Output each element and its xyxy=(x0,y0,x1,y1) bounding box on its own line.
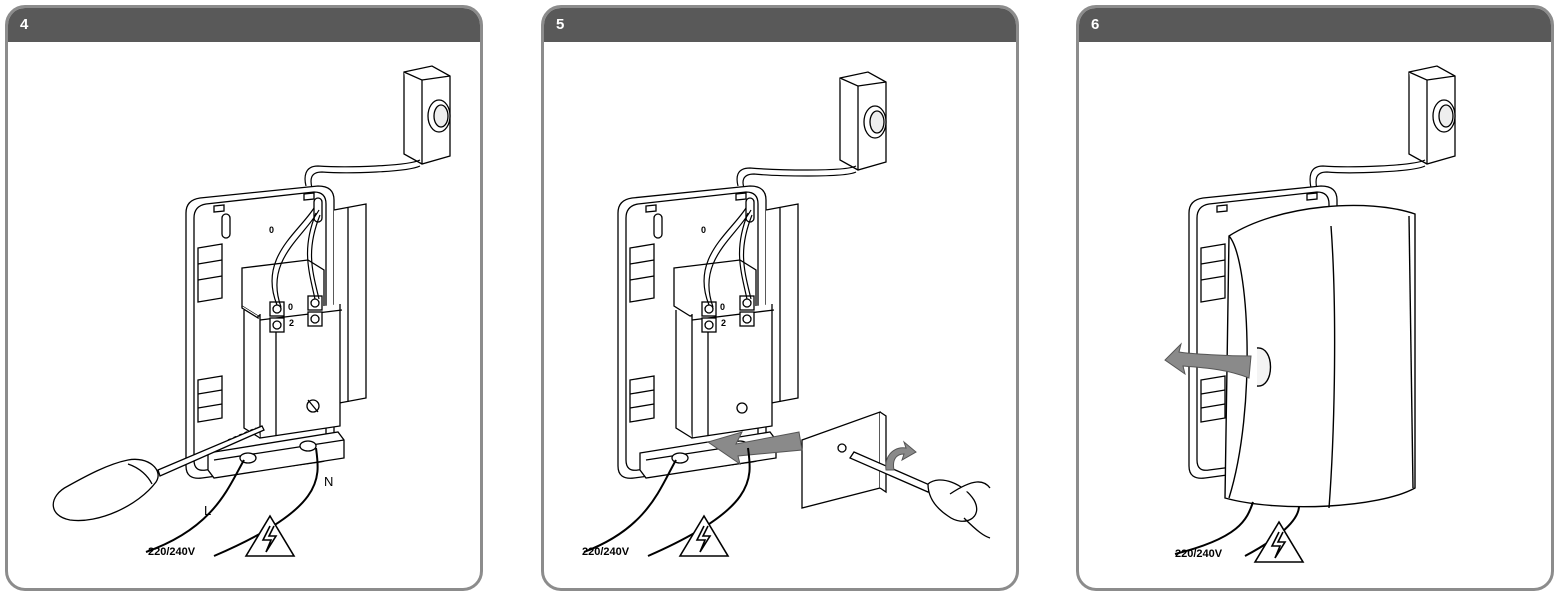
voltage-label: 220/240V xyxy=(148,546,196,558)
mains-wires xyxy=(1174,501,1300,557)
step-panel-6: 220/240V 6 xyxy=(1076,5,1554,591)
push-button-icon xyxy=(1408,65,1456,165)
wire-label-N: N xyxy=(324,474,333,489)
mains-terminal-block xyxy=(207,431,345,479)
button-cable xyxy=(304,159,421,189)
plate-mark: 0 xyxy=(701,225,706,235)
insert-arrow-icon xyxy=(706,431,803,466)
step-panel-4: 0 0 2 L N 220/240V 4 xyxy=(5,5,483,591)
terminal-0-label: 0 xyxy=(288,302,293,312)
step-number: 5 xyxy=(544,8,1016,42)
bell-cover xyxy=(1224,204,1416,509)
step-panel-5: 0 0 2 220/240V 5 xyxy=(541,5,1019,591)
push-button-icon xyxy=(403,65,451,165)
mains-wires xyxy=(583,447,751,557)
voltage-label: 220/240V xyxy=(1175,548,1223,560)
bell-wires xyxy=(271,207,321,308)
button-cable xyxy=(1309,159,1426,191)
step-number: 6 xyxy=(1079,8,1551,42)
mains-wires xyxy=(145,447,319,557)
push-arrow-icon xyxy=(1164,342,1252,379)
voltage-label: 220/240V xyxy=(582,546,630,558)
step-5-illustration: 0 0 2 220/240V xyxy=(582,71,991,558)
electrical-hazard-icon xyxy=(678,514,730,557)
plate-mark: 0 xyxy=(269,225,274,235)
terminal-2-label: 2 xyxy=(289,318,294,328)
push-button-icon xyxy=(839,71,887,171)
terminal-2-label: 2 xyxy=(721,318,726,328)
wire-label-L: L xyxy=(204,503,211,518)
electrical-hazard-icon xyxy=(1253,520,1305,563)
step-4-illustration: 0 0 2 L N 220/240V xyxy=(52,65,451,558)
screwdriver-icon xyxy=(849,451,991,539)
bell-wires xyxy=(703,207,753,308)
transformer-box xyxy=(241,259,343,439)
electrical-hazard-icon xyxy=(244,514,296,557)
rotate-arrow-icon xyxy=(885,440,917,471)
step-6-illustration: 220/240V xyxy=(1164,65,1456,563)
screwdriver-icon xyxy=(52,425,265,522)
button-cable xyxy=(736,165,857,189)
terminal-0-label: 0 xyxy=(720,302,725,312)
transformer-box xyxy=(673,259,775,439)
step-number: 4 xyxy=(8,8,480,42)
